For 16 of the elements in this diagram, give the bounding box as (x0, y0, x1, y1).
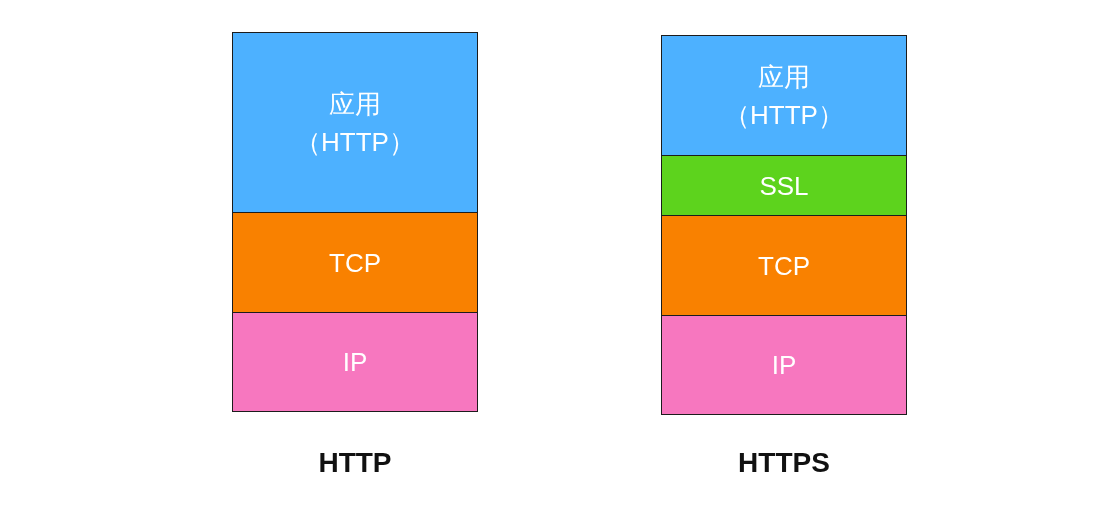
protocol-layer (661, 155, 907, 216)
protocol-layer (232, 212, 478, 313)
layer-label: IP (342, 346, 368, 379)
layer-label: IP (771, 349, 797, 382)
protocol-layer (661, 315, 907, 415)
protocol-layer (661, 35, 907, 156)
layer-label: 应用（HTTP） (294, 87, 416, 159)
protocol-layer (661, 215, 907, 316)
layer-label: SSL (759, 169, 809, 203)
layer-label: TCP (758, 249, 810, 283)
protocol-layer (232, 312, 478, 412)
stack-caption: HTTPS (738, 447, 830, 479)
layer-label: 应用（HTTP） (723, 60, 845, 132)
protocol-layer (232, 32, 478, 213)
stack-caption: HTTP (318, 447, 392, 479)
layer-label: TCP (329, 246, 381, 280)
